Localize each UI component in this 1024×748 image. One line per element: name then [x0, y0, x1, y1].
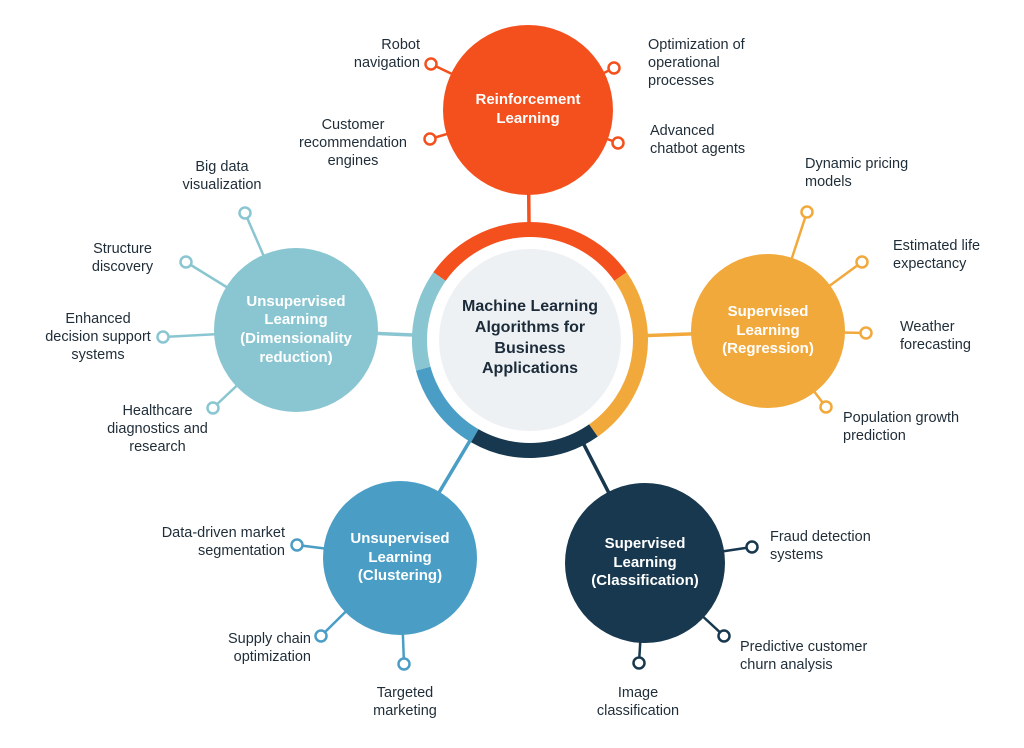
- app-dot: [179, 255, 193, 269]
- app-label: Advanced chatbot agents: [650, 123, 746, 158]
- app-dot: [819, 400, 833, 414]
- app-dot: [607, 61, 621, 75]
- center-title: Machine Learning Algorithms for Business…: [461, 298, 599, 378]
- app-label: Healthcare diagnostics and research: [107, 403, 208, 456]
- app-label: Predictive customer churn analysis: [740, 639, 868, 674]
- app-dot: [314, 629, 328, 643]
- node-circle-reinforcement-learning: Reinforcement Learning: [443, 25, 613, 195]
- app-dot: [611, 136, 625, 150]
- app-dot: [859, 326, 873, 340]
- app-label: Population growth prediction: [843, 410, 960, 445]
- app-label: Fraud detection systems: [770, 529, 871, 564]
- ring-segment-reinforcement: [433, 222, 627, 282]
- app-dot: [855, 255, 869, 269]
- node-circle-unsupervised-dimensionality: Unsupervised Learning (Dimensionality re…: [214, 248, 378, 412]
- app-dot: [156, 330, 170, 344]
- ring-segment-classification: [471, 423, 598, 459]
- app-label: Data-driven market segmentation: [161, 525, 285, 560]
- app-dot: [717, 629, 731, 643]
- app-dot: [238, 206, 252, 220]
- app-dot: [206, 401, 220, 415]
- app-dot: [397, 657, 411, 671]
- app-label: Big data visualization: [182, 159, 262, 194]
- app-label: Supply chain optimization: [227, 631, 311, 666]
- node-label: Reinforcement Learning: [475, 91, 581, 127]
- center-circle: [439, 249, 621, 431]
- app-label: Targeted marketing: [373, 685, 437, 720]
- node-circle-supervised-regression: Supervised Learning (Regression): [691, 254, 845, 408]
- node-label: Supervised Learning (Regression): [722, 302, 814, 358]
- app-label: Robot navigation: [353, 37, 420, 72]
- app-dot: [632, 656, 646, 670]
- app-dot: [800, 205, 814, 219]
- app-label: Image classification: [596, 685, 680, 720]
- app-dot: [423, 132, 437, 146]
- node-circle-unsupervised-clustering: Unsupervised Learning (Clustering): [323, 481, 477, 635]
- node-label: Unsupervised Learning (Clustering): [350, 529, 450, 585]
- node-label: Supervised Learning (Classification): [591, 534, 699, 590]
- ring-segment-regression: [588, 272, 648, 437]
- node-label: Unsupervised Learning (Dimensionality re…: [240, 292, 352, 366]
- app-label: Estimated life expectancy: [893, 238, 981, 273]
- app-label: Customer recommendation engines: [299, 117, 407, 170]
- app-dot: [424, 57, 438, 71]
- node-circle-supervised-classification: Supervised Learning (Classification): [565, 483, 725, 643]
- app-label: Dynamic pricing models: [805, 156, 909, 191]
- app-label: Optimization of operational processes: [648, 37, 745, 90]
- app-label: Weather forecasting: [900, 319, 971, 354]
- app-label: Structure discovery: [91, 241, 154, 276]
- app-dot: [290, 538, 304, 552]
- app-label: Enhanced decision support systems: [45, 311, 151, 364]
- ring-segment-clustering: [415, 366, 480, 443]
- app-dot: [745, 540, 759, 554]
- ring-segment-dimensionality: [411, 272, 447, 371]
